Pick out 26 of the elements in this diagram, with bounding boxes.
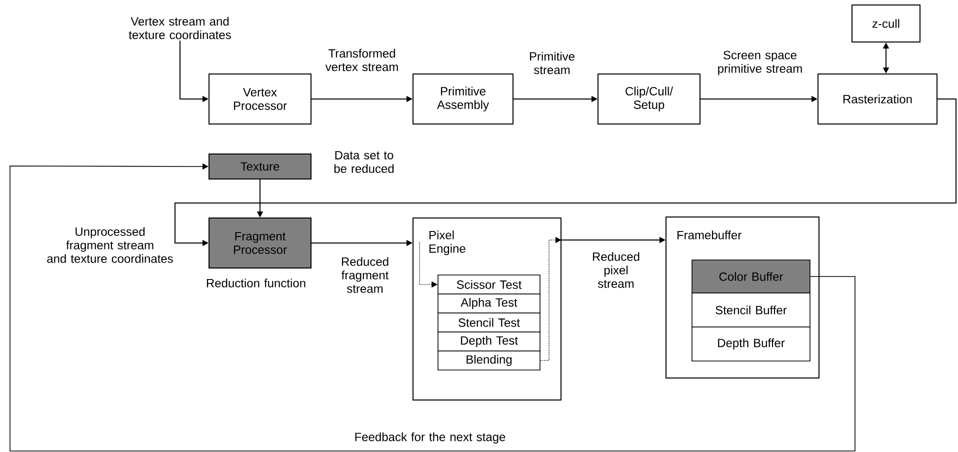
arrow — [10, 163, 856, 452]
process-box: Fragment Processor — [208, 218, 312, 268]
process-box: Rasterization — [818, 74, 938, 124]
edge-label: Transformed vertex stream — [325, 48, 398, 72]
stage-cell: Depth Buffer — [692, 326, 810, 362]
edge-label: Unprocessed fragment stream and texture coordinates — [47, 227, 173, 263]
process-box: Primitive Assembly — [412, 74, 514, 124]
stage-cell: Stencil Buffer — [692, 292, 810, 328]
process-box: z-cull — [852, 4, 920, 42]
stage-cell: Stencil Test — [438, 312, 540, 332]
input-label: Vertex stream and texture coordinates — [128, 16, 231, 40]
process-box: Clip/Cull/ Setup — [598, 74, 700, 124]
edge-label: Reduced fragment stream — [342, 257, 389, 293]
stage-cell: Blending — [438, 350, 540, 370]
edge-label: Feedback for the next stage — [355, 432, 506, 444]
process-box: Texture — [208, 154, 312, 180]
edge-label: Screen space primitive stream — [718, 50, 802, 76]
stage-cell: Depth Test — [438, 332, 540, 352]
stage-cell: Scissor Test — [438, 274, 540, 294]
stage-cell: Color Buffer — [692, 260, 810, 294]
edge-label: Primitive stream — [530, 52, 574, 74]
process-box: Vertex Processor — [208, 74, 312, 124]
note: Data set to be reduced — [334, 151, 394, 173]
stage-cell: Alpha Test — [438, 294, 540, 314]
edge-label: Reduced pixel stream — [592, 252, 640, 288]
note: Reduction function — [206, 278, 306, 288]
